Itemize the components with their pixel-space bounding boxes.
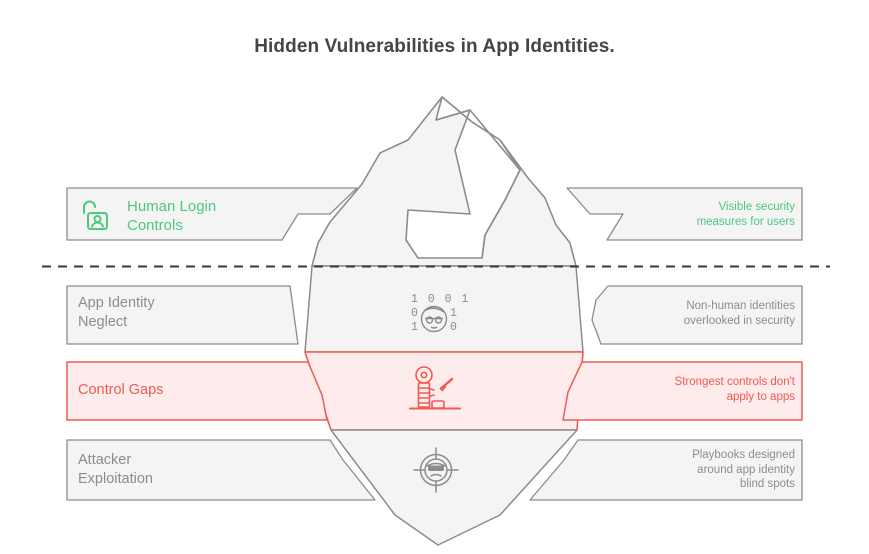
ribbon-row1-right[interactable] (566, 187, 803, 241)
strength-tester-mallet-icon (409, 366, 461, 410)
open-padlock-person-icon (74, 196, 114, 236)
row2-right-line2: overlooked in security (683, 314, 795, 327)
svg-text:1 0 0 1: 1 0 0 1 (411, 293, 470, 306)
row1-left-line2: Controls (127, 217, 183, 235)
row4-left-line1: Attacker (78, 452, 132, 468)
ribbon-row4-left[interactable] (66, 439, 376, 501)
svg-text:1: 1 (411, 321, 418, 334)
iceberg-body (304, 265, 584, 546)
row2-left-label: App Identity Neglect (78, 294, 278, 331)
row3-right-line2: apply to apps (726, 390, 795, 403)
row2-right-label: Non-human identities overlooked in secur… (620, 299, 795, 328)
page-title: Hidden Vulnerabilities in App Identities… (254, 36, 615, 57)
row3-left-line1: Control Gaps (78, 382, 164, 398)
svg-text:1: 1 (450, 307, 457, 320)
row1-right-line1: Visible security (718, 201, 796, 213)
row4-right-line2: around app identity (697, 463, 795, 476)
row4-right-label: Playbooks designed around app identity b… (615, 448, 795, 492)
binary-face-glasses-icon: 1 0 0 1 0 1 1 0 (411, 293, 470, 334)
row3-right-label: Strongest controls don't apply to apps (615, 375, 795, 404)
row3-left-label: Control Gaps (78, 381, 278, 400)
row4-left-label: Attacker Exploitation (78, 451, 278, 488)
svg-text:0: 0 (450, 321, 457, 334)
row2-left-line1: App Identity (78, 295, 155, 311)
row1-left-line1: Human Login (127, 198, 217, 215)
ribbon-row4-right[interactable] (529, 439, 803, 501)
ribbon-row3-right[interactable] (562, 361, 803, 421)
row4-right-line1: Playbooks designed (692, 449, 795, 461)
row3-right-line1: Strongest controls don't (674, 376, 795, 388)
row2-left-line2: Neglect (78, 313, 128, 330)
ribbon-row1-left[interactable] (66, 187, 358, 241)
crosshair-masked-thief-icon (413, 447, 459, 493)
row4-right-line3: blind spots (740, 478, 795, 491)
row1-left-label: Human Login Controls (127, 197, 307, 235)
svg-text:0: 0 (411, 307, 419, 320)
row1-right-label: Visible security measures for users (620, 200, 795, 229)
row2-right-line1: Non-human identities (686, 300, 795, 312)
row4-left-line2: Exploitation (78, 470, 153, 487)
ribbon-row2-right[interactable] (591, 285, 803, 345)
iceberg-band-control-gaps (304, 351, 584, 431)
row1-right-line2: measures for users (696, 215, 795, 228)
ribbon-row3-left[interactable] (66, 361, 328, 421)
ribbon-row2-left[interactable] (66, 285, 299, 345)
iceberg-tip (311, 96, 577, 267)
